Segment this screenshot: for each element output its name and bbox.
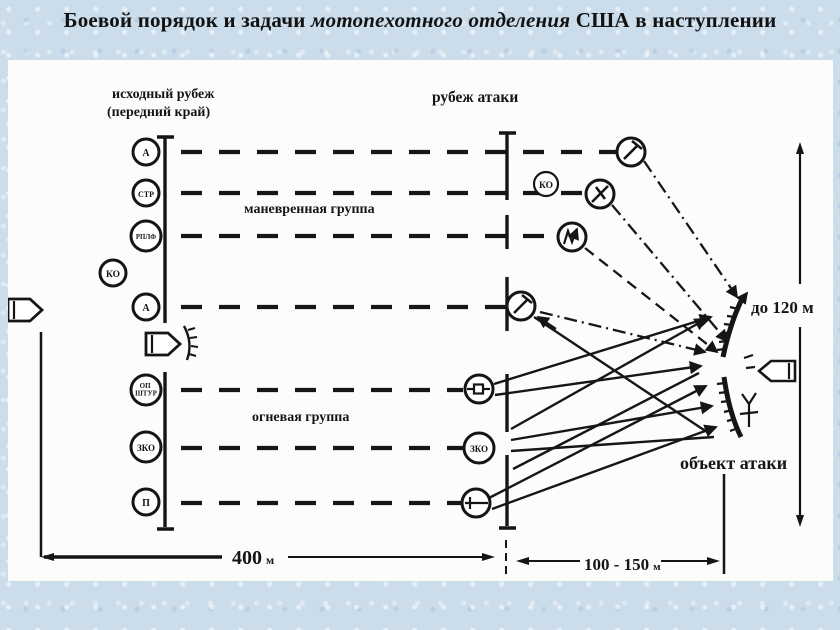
title-part-italic: мотопехотного отделения — [311, 8, 571, 32]
svg-text:А: А — [142, 303, 150, 314]
title-part-1: Боевой порядок и задачи — [63, 8, 312, 32]
diagonal-rifle-icon — [623, 139, 643, 160]
soldier-circle-rplf: РПЛФ — [129, 219, 163, 253]
diagram-panel: А СТР РПЛФ КО А ОП ШТУР ЗКО П КО — [6, 60, 833, 581]
friendly-apc-1 — [6, 297, 45, 323]
soldier-circle-str: СТР — [131, 178, 161, 208]
objective-trenches — [716, 291, 756, 439]
soldier-circle-a1: А — [131, 137, 161, 167]
position-circle-rifle-2 — [505, 290, 537, 322]
attack-circle-zko: ЗКО — [462, 431, 496, 465]
tactical-diagram-svg: А СТР РПЛФ КО А ОП ШТУР ЗКО П КО — [6, 87, 814, 576]
label-objective: объект атаки — [680, 453, 787, 473]
svg-text:СТР: СТР — [138, 190, 154, 199]
position-circle-rifle-1 — [615, 136, 647, 168]
label-maneuver-group: маневренная группа — [244, 202, 375, 217]
soldier-circle-op-shtur: ОП ШТУР — [129, 373, 163, 407]
label-attack-line: рубеж атаки — [432, 89, 518, 106]
fire-fan-lines — [488, 314, 718, 511]
friendly-apc-2 — [144, 325, 199, 361]
soldier-circle-ko: КО — [98, 258, 128, 288]
page-title: Боевой порядок и задачи мотопехотного от… — [0, 8, 840, 33]
fire-group-route-dashes — [181, 387, 463, 506]
soldier-circle-zko: ЗКО — [129, 430, 163, 464]
diagonal-rifle-icon — [513, 293, 533, 314]
enemy-mg-symbol — [739, 392, 759, 427]
svg-text:ОП ШТУР: ОП ШТУР — [135, 382, 157, 398]
attack-line — [499, 131, 516, 530]
soldier-circle-p: П — [131, 487, 161, 517]
svg-text:ЗКО: ЗКО — [470, 444, 488, 454]
svg-text:РПЛФ: РПЛФ — [136, 234, 156, 241]
label-start-line-1: исходный рубеж — [112, 87, 215, 102]
position-circle-saw — [556, 221, 588, 253]
enemy-apc-symbol — [756, 359, 797, 383]
svg-text:А: А — [142, 148, 150, 159]
maneuver-route-dashes — [181, 149, 616, 310]
svg-text:КО: КО — [539, 181, 553, 191]
label-start-line-2: (передний край) — [107, 105, 210, 120]
barline-mg-icon — [465, 497, 488, 509]
square-launcher-icon — [467, 383, 490, 395]
label-fire-group: огневая группа — [252, 410, 349, 425]
dimension-400m — [39, 332, 507, 576]
attack-circle-ko: КО — [532, 170, 560, 198]
initial-line — [157, 135, 174, 531]
soldier-circle-a2: А — [131, 292, 161, 322]
position-circle-mg — [584, 178, 616, 210]
position-circle-atgm — [463, 373, 495, 405]
position-circle-lmg — [460, 487, 492, 519]
upper-assault-lines — [536, 160, 739, 356]
dimension-100-150m — [516, 474, 726, 574]
svg-text:ЗКО: ЗКО — [137, 443, 155, 453]
dimension-120m — [796, 142, 804, 527]
title-part-3: США в наступлении — [570, 8, 777, 32]
zigzag-arrow-icon — [562, 227, 579, 246]
svg-text:КО: КО — [106, 270, 120, 280]
label-depth-120m: до 120 м — [751, 298, 814, 317]
svg-text:П: П — [142, 498, 150, 509]
crossed-mg-icon — [591, 185, 609, 203]
